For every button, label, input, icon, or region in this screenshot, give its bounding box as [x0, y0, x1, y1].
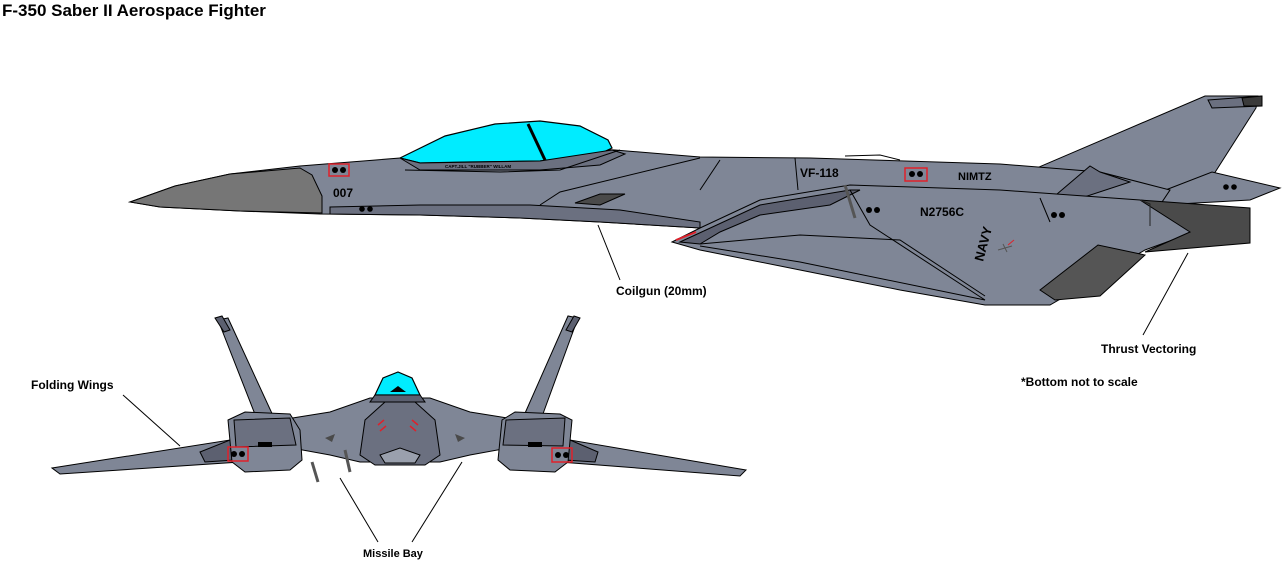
- nose-number: 007: [333, 186, 353, 200]
- coilgun-label: Coilgun (20mm): [616, 284, 707, 298]
- canopy-pilot-name: CAPT.JILL "RUBBER" WILLAM: [445, 164, 511, 169]
- missile-bay-leader-left: [339, 477, 379, 543]
- front-view: [50, 315, 748, 543]
- coilgun-leader: [597, 224, 621, 281]
- thrust-vectoring-label: Thrust Vectoring: [1101, 342, 1197, 356]
- folding-wings-label: Folding Wings: [31, 378, 114, 392]
- page-title: F-350 Saber II Aerospace Fighter: [2, 1, 266, 20]
- bottom-note: *Bottom not to scale: [1021, 375, 1138, 389]
- squadron-marking: VF-118: [800, 166, 839, 180]
- thrust-leader: [1142, 252, 1189, 336]
- right-tail-fin: [521, 315, 579, 423]
- wing-panel-dark: [1039, 244, 1147, 301]
- ship-marking: NIMTZ: [958, 171, 992, 183]
- nose-cone: [128, 167, 323, 214]
- tail-number: N2756C: [920, 205, 964, 219]
- exhaust-nozzle: [1139, 199, 1251, 253]
- left-tail-fin: [217, 317, 276, 423]
- missile-bay-leader-right: [411, 461, 463, 543]
- folding-wings-leader: [122, 394, 181, 447]
- side-view: 007 VF-118 NIMTZ N2756C NAVY CAPT.JILL "…: [128, 95, 1282, 336]
- missile-bay-label: Missile Bay: [363, 548, 423, 560]
